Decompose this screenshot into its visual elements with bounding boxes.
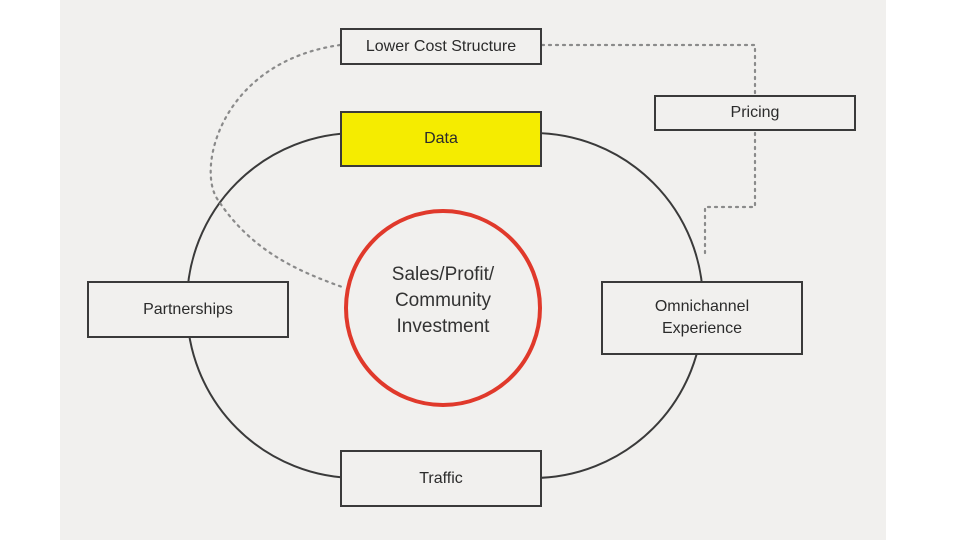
omnichannel-label-line-2: Experience [661,320,743,337]
lower-cost-structure-label: Lower Cost Structure [365,37,517,55]
center-ring [344,209,542,407]
partnerships-label: Partnerships [143,300,233,318]
center-label-line-3: Investment [396,316,490,337]
pricing-box: Pricing [654,95,856,131]
center-label-line-1: Sales/Profit/ [391,264,495,285]
center-goal-label: Sales/Profit/ Community Investment [350,262,536,340]
data-box: Data [340,111,542,167]
traffic-label: Traffic [419,469,463,487]
omnichannel-label-line-1: Omnichannel [654,298,750,315]
traffic-box: Traffic [340,450,542,507]
dotted-link-cost-to-omnichannel [540,43,757,260]
center-label-line-2: Community [394,290,492,311]
pricing-label: Pricing [730,104,780,121]
lower-cost-structure-box: Lower Cost Structure [340,28,542,65]
data-label: Data [424,130,458,147]
dotted-link-cost-to-center [209,43,347,290]
partnerships-box: Partnerships [87,281,289,338]
omnichannel-experience-box: Omnichannel Experience [601,281,803,355]
